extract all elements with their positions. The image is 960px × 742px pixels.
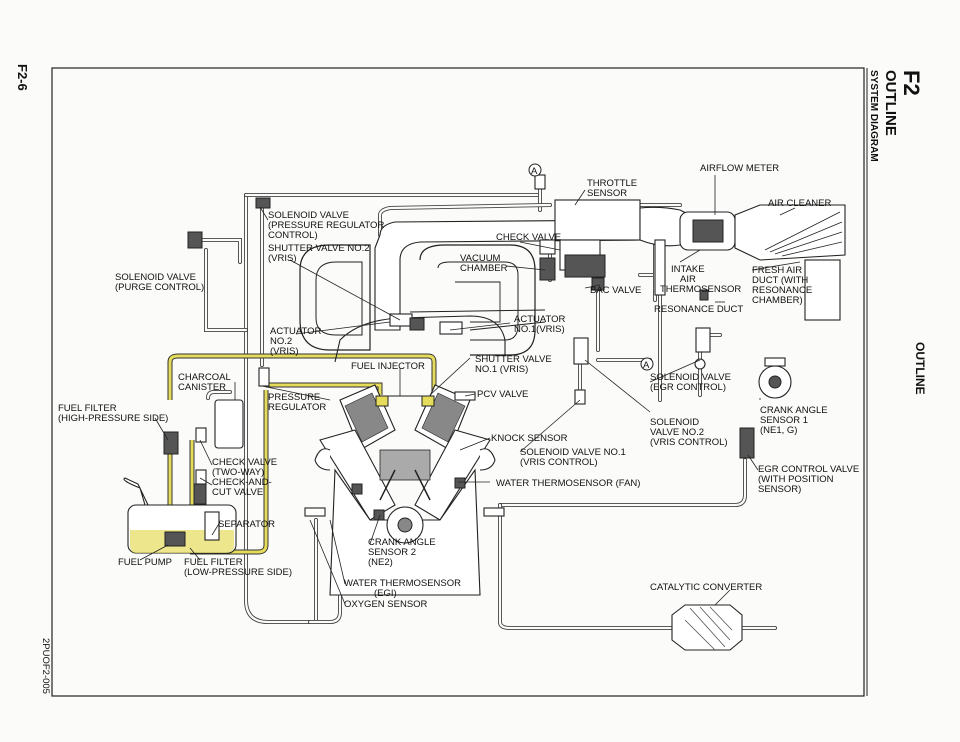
fuel-system-parts xyxy=(123,399,244,554)
label-check-valve-two-way: CHECK VALVE(TWO-WAY) xyxy=(212,457,277,478)
label-air-cleaner: AIR CLEANER xyxy=(768,198,831,209)
section-code: F2 xyxy=(899,70,924,96)
label-fuel-injector: FUEL INJECTOR xyxy=(351,361,425,372)
label-check-valve-top: CHECK VALVE xyxy=(496,232,561,243)
connection-markers: A A xyxy=(528,163,654,371)
air-intake-assembly xyxy=(539,199,846,321)
leader-lines xyxy=(139,175,801,606)
label-knock-sensor: KNOCK SENSOR xyxy=(491,433,568,444)
label-airflow-meter: AIRFLOW METER xyxy=(700,163,779,174)
label-water-thermo-egi: WATER THERMOSENSOR(EGI) xyxy=(344,578,461,599)
label-water-thermo-fan: WATER THERMOSENSOR (FAN) xyxy=(496,478,640,489)
diagram-subtitle: SYSTEM DIAGRAM xyxy=(868,70,879,162)
catalytic-converter-part xyxy=(671,604,743,651)
section-title: OUTLINE xyxy=(882,70,899,136)
label-fuel-filter-low: FUEL FILTER(LOW-PRESSURE SIDE) xyxy=(184,557,292,578)
label-fuel-filter-high: FUEL FILTER(HIGH-PRESSURE SIDE) xyxy=(58,403,168,424)
label-shutter-valve-2: SHUTTER VALVE NO.2(VRIS) xyxy=(268,243,370,264)
label-pcv-valve: PCV VALVE xyxy=(477,389,528,400)
engine-block xyxy=(304,384,505,596)
label-solenoid-purge: SOLENOID VALVE(PURGE CONTROL) xyxy=(115,272,204,293)
figure-code: 2PUOF2-005 xyxy=(40,638,51,694)
label-check-and-cut: CHECK-AND-CUT VALVE xyxy=(212,477,272,498)
label-oxygen-sensor: OXYGEN SENSOR xyxy=(344,599,428,610)
crank-angle-sensor-1-part xyxy=(758,357,792,399)
label-separator: SEPARATOR xyxy=(218,519,275,530)
diagram-frame xyxy=(51,67,865,697)
label-fuel-pump: FUEL PUMP xyxy=(118,557,172,568)
label-bac-valve: BAC VALVE xyxy=(590,285,641,296)
page-number: F2-6 xyxy=(15,64,30,91)
label-solenoid-egr: SOLENOID VALVE(EGR CONTROL) xyxy=(650,372,731,393)
marker-a-egr: A xyxy=(643,360,650,371)
label-resonance-duct: RESONANCE DUCT xyxy=(654,304,743,315)
marker-a-top: A xyxy=(531,166,538,177)
label-solenoid-vris-1: SOLENOID VALVE NO.1(VRIS CONTROL) xyxy=(520,447,626,468)
side-title: OUTLINE xyxy=(913,342,927,395)
label-catalytic-converter: CATALYTIC CONVERTER xyxy=(650,582,762,593)
